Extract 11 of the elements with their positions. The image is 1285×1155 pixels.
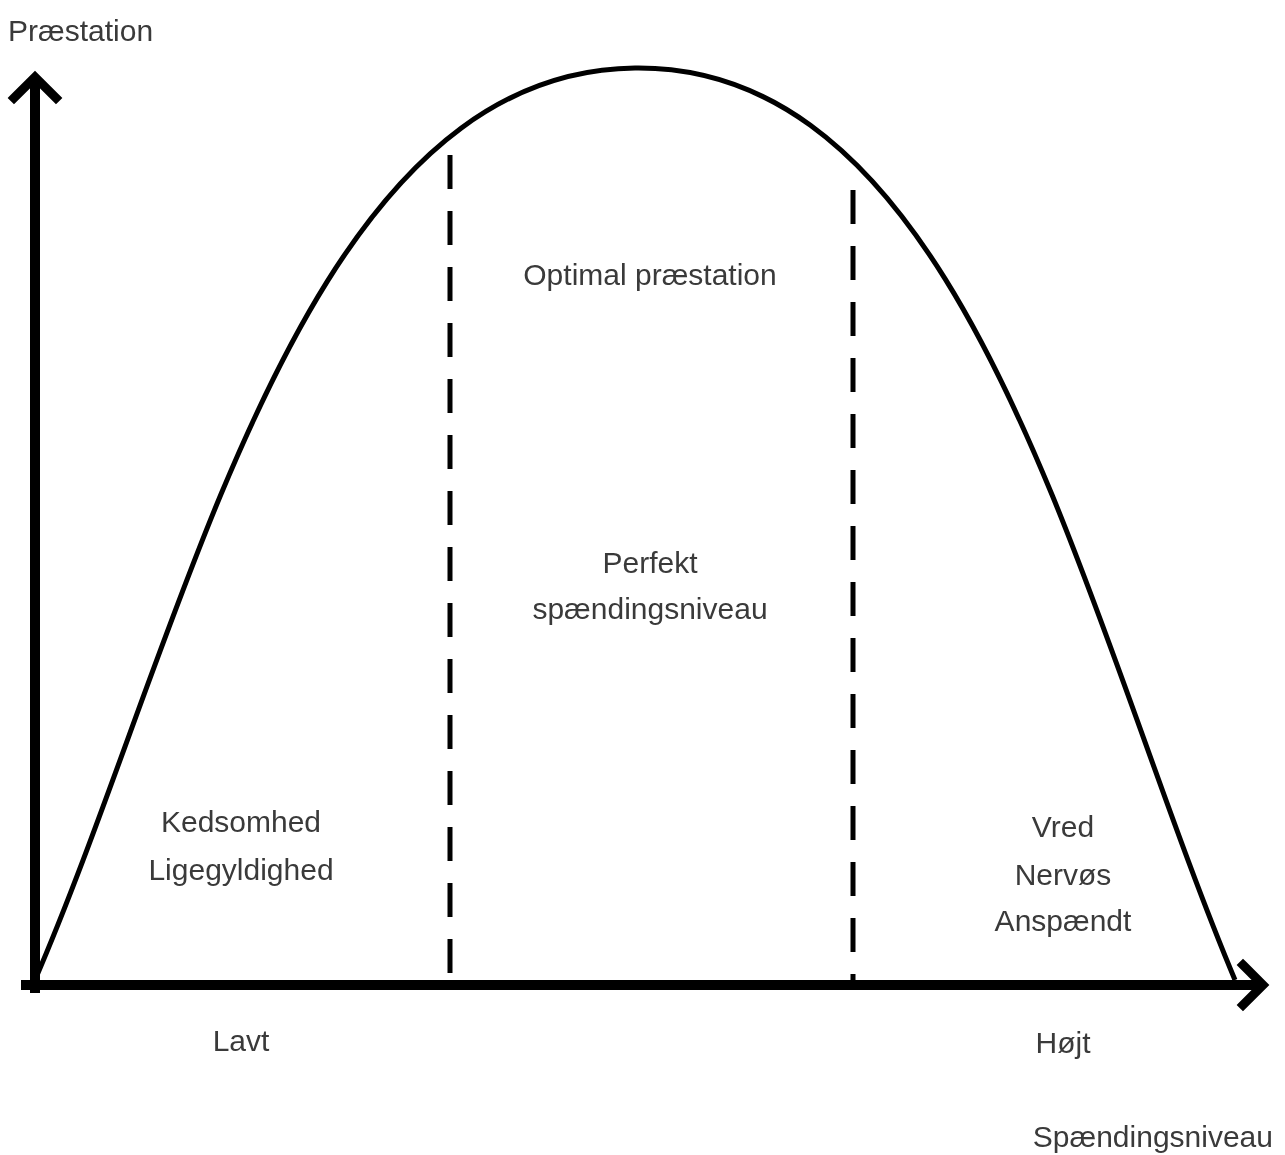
axis-tick-label: Lavt <box>212 1023 270 1059</box>
state-label: Ligegyldighed <box>148 852 334 888</box>
axis-label: Spændingsniveau <box>1032 1119 1273 1155</box>
axis-tick-label: Højt <box>1035 1025 1091 1061</box>
state-label: Nervøs <box>1014 857 1112 893</box>
zone-label: Perfekt spændingsniveau <box>531 545 769 627</box>
zone-label: Optimal præstation <box>523 257 777 293</box>
state-label: Vred <box>1031 809 1095 845</box>
state-label: Anspændt <box>994 903 1132 939</box>
state-label: Kedsomhed <box>160 804 322 840</box>
axis-label: Præstation <box>8 13 154 49</box>
